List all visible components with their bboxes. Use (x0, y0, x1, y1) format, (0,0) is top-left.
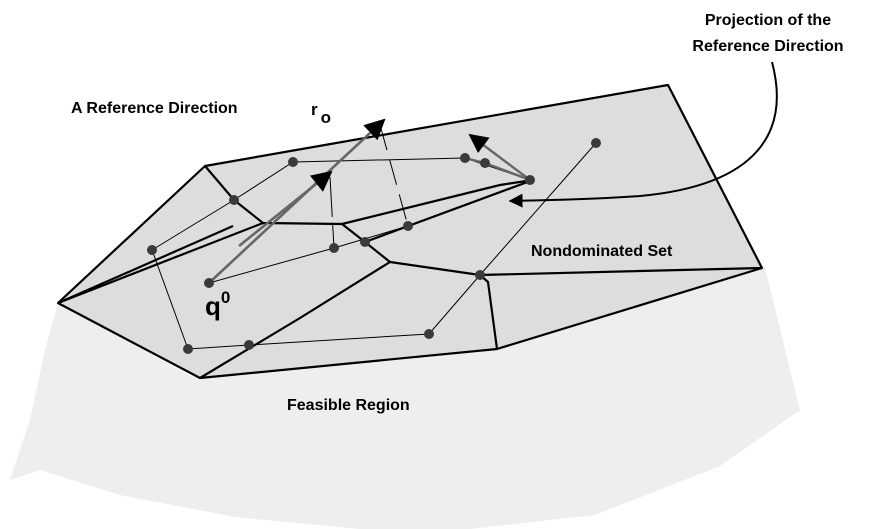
q-symbol: q (205, 291, 221, 321)
projection-label-line2: Reference Direction (692, 38, 844, 55)
point (360, 237, 370, 247)
reference-direction-label: A Reference Direction (71, 100, 238, 117)
point (424, 329, 434, 339)
feasible-region (10, 268, 800, 529)
point (288, 157, 298, 167)
nondominated-set-label: Nondominated Set (531, 243, 673, 260)
r-symbol-subscript: o (320, 108, 332, 127)
point (525, 175, 535, 185)
q0-label: q0 (205, 288, 230, 322)
point (147, 245, 157, 255)
projection-label-line1: Projection of the (704, 12, 832, 29)
point (460, 153, 470, 163)
point (329, 243, 339, 253)
feasible-region-label: Feasible Region (287, 397, 410, 414)
facet-edges (57, 165, 763, 379)
point (403, 221, 413, 231)
point (591, 138, 601, 148)
projection-pointer-curve (508, 61, 778, 208)
r-symbol-letter: r (311, 100, 318, 119)
point (480, 158, 490, 168)
point (229, 195, 239, 205)
point (183, 344, 193, 354)
point (204, 278, 214, 288)
point (244, 340, 254, 350)
projection-label: Projection of the Reference Direction (668, 8, 868, 60)
point (475, 270, 485, 280)
points (147, 138, 601, 354)
reference-direction-arrows (208, 118, 386, 284)
q-superscript: 0 (220, 288, 231, 307)
